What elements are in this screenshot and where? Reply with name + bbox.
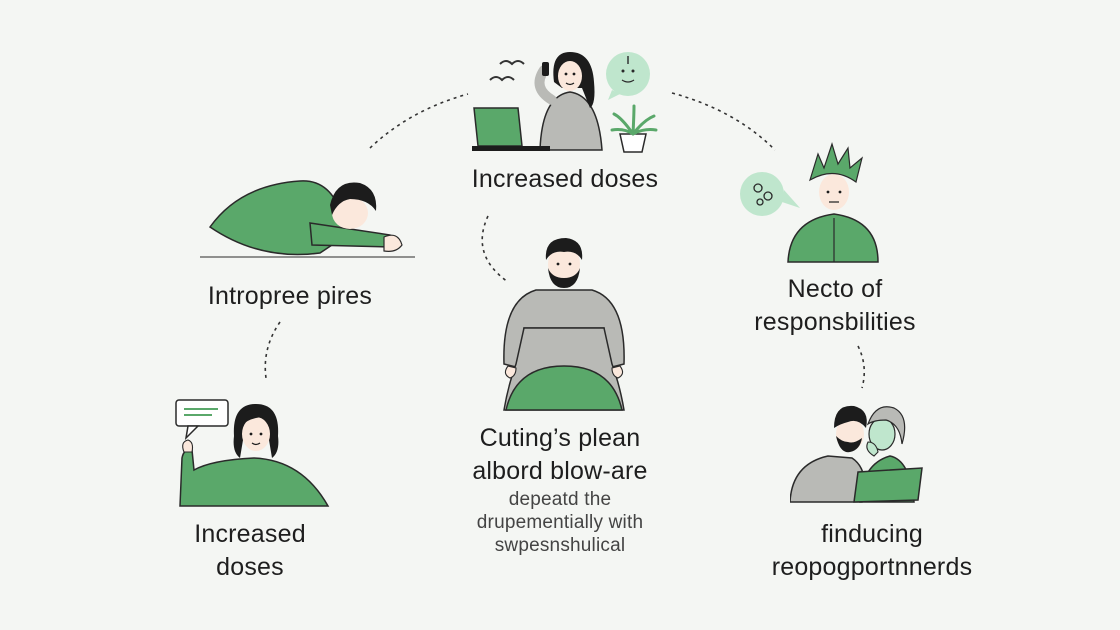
collaboration-illustration [790, 405, 923, 503]
stressed-man-illustration [503, 238, 625, 411]
connector-left [264, 321, 281, 379]
node-label-center: Cuting’s plean albord blow-are depeatd t… [472, 424, 648, 556]
connector-top-left [369, 93, 469, 149]
node-label-left: Intropree pires [207, 282, 373, 310]
phone-call-illustration [472, 52, 658, 153]
node-label-right: Necto of responsbilities [754, 275, 916, 336]
speaking-woman-illustration [175, 399, 330, 507]
connector-right [857, 345, 866, 389]
connector-center [481, 215, 509, 283]
bird-icon [489, 76, 515, 82]
node-label-top: Increased doses [471, 165, 659, 193]
node-label-bottom-right: finducing reopogportnnerds [771, 520, 973, 581]
connector-top-right [671, 92, 776, 151]
bird-icon [499, 60, 525, 66]
stressed-person-illustration [740, 142, 879, 263]
node-label-bottom-left: Increased doses [194, 520, 306, 581]
exhausted-person-illustration [200, 180, 415, 258]
